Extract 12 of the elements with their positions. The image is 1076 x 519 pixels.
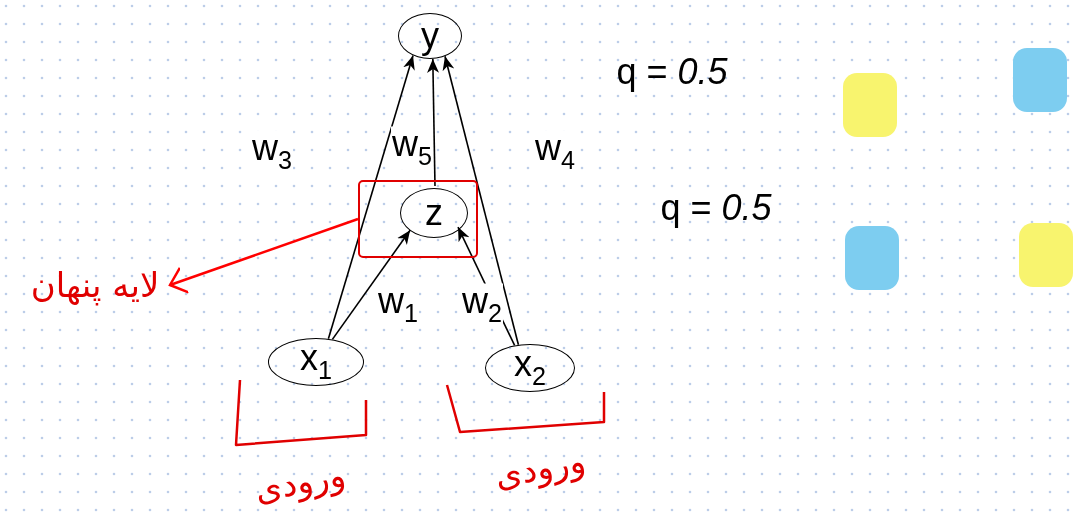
handwritten-note: ورودی <box>252 457 348 507</box>
edge-label: w$_{5}$ <box>391 126 433 170</box>
handwritten-note: لایه پنهان <box>20 255 170 315</box>
arrow <box>327 54 415 340</box>
handwritten-note: ورودی <box>492 443 588 493</box>
formula-label: q = 0.5 <box>616 54 728 90</box>
arrow <box>168 217 359 294</box>
arrow <box>331 229 411 341</box>
highlight-box <box>358 180 478 258</box>
arrow <box>442 55 520 346</box>
formula-label: q = 0.5 <box>660 190 772 226</box>
arrow <box>427 58 440 187</box>
